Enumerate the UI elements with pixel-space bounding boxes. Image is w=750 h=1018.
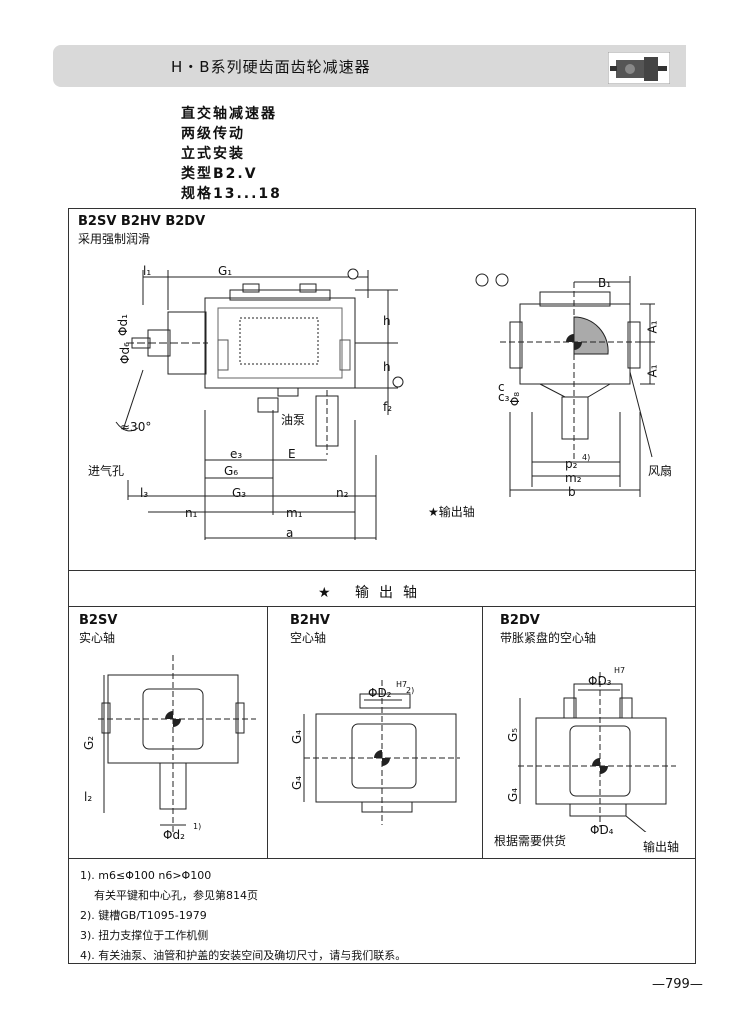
note-item: 1). m6≤Φ100 n6>Φ100	[80, 869, 212, 882]
b2dv-drawing	[518, 672, 676, 832]
dim-D2: ΦD₂	[368, 686, 392, 700]
dim-B1: B₁	[598, 276, 612, 290]
divider-line	[68, 858, 696, 859]
dim-D4: ΦD₄	[590, 823, 614, 837]
header-bar: H・B系列硬齿面齿轮减速器	[53, 45, 686, 87]
main-frame	[68, 208, 696, 964]
angle-label: ≈30°	[120, 420, 152, 434]
dim-n1: n₁	[185, 506, 198, 520]
dim-l3: l₃	[140, 486, 149, 500]
variant-desc-b2dv: 带胀紧盘的空心轴	[500, 631, 597, 645]
dim-A1-top: A₁	[645, 320, 660, 334]
dim-G4a: G₄	[290, 729, 305, 745]
divider-line	[68, 570, 696, 571]
dim-h-top: h	[383, 314, 391, 328]
dim-m2: m₂	[565, 471, 582, 485]
dim-c: c	[498, 380, 505, 394]
divider-line	[482, 606, 483, 858]
dim-G2: G₂	[82, 735, 97, 751]
dim-c3: c₃	[498, 390, 510, 404]
dim-h-bottom: h	[383, 360, 391, 374]
dim-d8: Φ₈	[508, 391, 523, 407]
gearbox-thumbnail-icon	[608, 52, 670, 84]
dim-l2: l₂	[84, 790, 93, 804]
dim-A1-bottom: A₁	[645, 364, 660, 378]
supply-on-demand-note: 根据需要供货	[494, 834, 567, 848]
spec-line: 规格13...18	[181, 186, 282, 202]
dim-d6: Φd₆	[117, 342, 132, 364]
notes-list: 1). m6≤Φ100 n6>Φ100 有关平键和中心孔，参见第814页 2).…	[80, 866, 406, 966]
fan-label: 风扇	[648, 464, 673, 478]
dim-G5: G₅	[506, 727, 521, 743]
dim-b: b	[568, 485, 576, 499]
spec-line: 立式安装	[181, 146, 245, 162]
front-view-drawing	[475, 273, 655, 497]
lubrication-note: 采用强制润滑	[78, 232, 151, 246]
b2sv-drawing	[98, 655, 256, 835]
dim-G3: G₃	[232, 486, 247, 500]
spec-list: 直交轴减速器 两级传动 立式安装 类型B2.V 规格13...18	[181, 104, 282, 204]
variant-code-b2dv: B2DV	[500, 613, 540, 628]
output-shaft-section-title: ★ 输出轴	[318, 585, 428, 601]
dim-G4: G₄	[506, 787, 521, 803]
b2hv-drawing	[303, 680, 460, 825]
variant-code-b2hv: B2HV	[290, 613, 330, 628]
note-item: 3). 扭力支撑位于工作机侧	[80, 929, 209, 942]
dim-n2: n₂	[336, 486, 349, 500]
side-view-drawing	[115, 268, 404, 540]
dim-G4b: G₄	[290, 775, 305, 791]
note-4-ref: 4)	[582, 453, 591, 462]
divider-line	[267, 606, 268, 858]
dim-d1: Φd₁	[115, 314, 130, 336]
model-line: B2SV B2HV B2DV	[78, 214, 206, 229]
note-1-ref: 1)	[193, 822, 202, 831]
divider-line	[68, 606, 696, 607]
note-item: 2). 键槽GB/T1095-1979	[80, 909, 207, 922]
spec-line: 两级传动	[181, 126, 245, 142]
output-shaft-label: 输出轴	[643, 840, 680, 854]
tolerance-h7: H7	[396, 680, 408, 689]
dim-e3: e₃	[230, 447, 243, 461]
dim-m1: m₁	[286, 506, 303, 520]
variant-desc-b2sv: 实心轴	[79, 631, 116, 645]
dim-l1: l₁	[143, 264, 152, 278]
variant-code-b2sv: B2SV	[79, 613, 118, 628]
dim-a: a	[286, 526, 294, 540]
note-2-ref: 2)	[406, 686, 415, 695]
output-shaft-label: ★输出轴	[428, 505, 475, 519]
dim-G6: G₆	[224, 464, 239, 478]
dim-G1: G₁	[218, 264, 233, 278]
spec-line: 类型B2.V	[181, 166, 258, 182]
tolerance-h7: H7	[614, 666, 626, 675]
variant-desc-b2hv: 空心轴	[290, 631, 327, 645]
page-title: H・B系列硬齿面齿轮减速器	[171, 58, 371, 76]
page-number: —799—	[652, 977, 703, 992]
note-item: 有关平键和中心孔，参见第814页	[94, 889, 258, 902]
air-inlet-label: 进气孔	[88, 464, 125, 478]
dim-E: E	[288, 447, 296, 461]
dim-f2: f₂	[383, 400, 393, 414]
dim-d2: Φd₂	[163, 828, 185, 842]
oil-pump-label: 油泵	[281, 413, 306, 427]
spec-line: 直交轴减速器	[181, 106, 277, 122]
dim-D3: ΦD₃	[588, 674, 612, 688]
dim-p2: p₂	[565, 457, 578, 471]
note-item: 4). 有关油泵、油管和护盖的安装空间及确切尺寸，请与我们联系。	[80, 949, 407, 962]
